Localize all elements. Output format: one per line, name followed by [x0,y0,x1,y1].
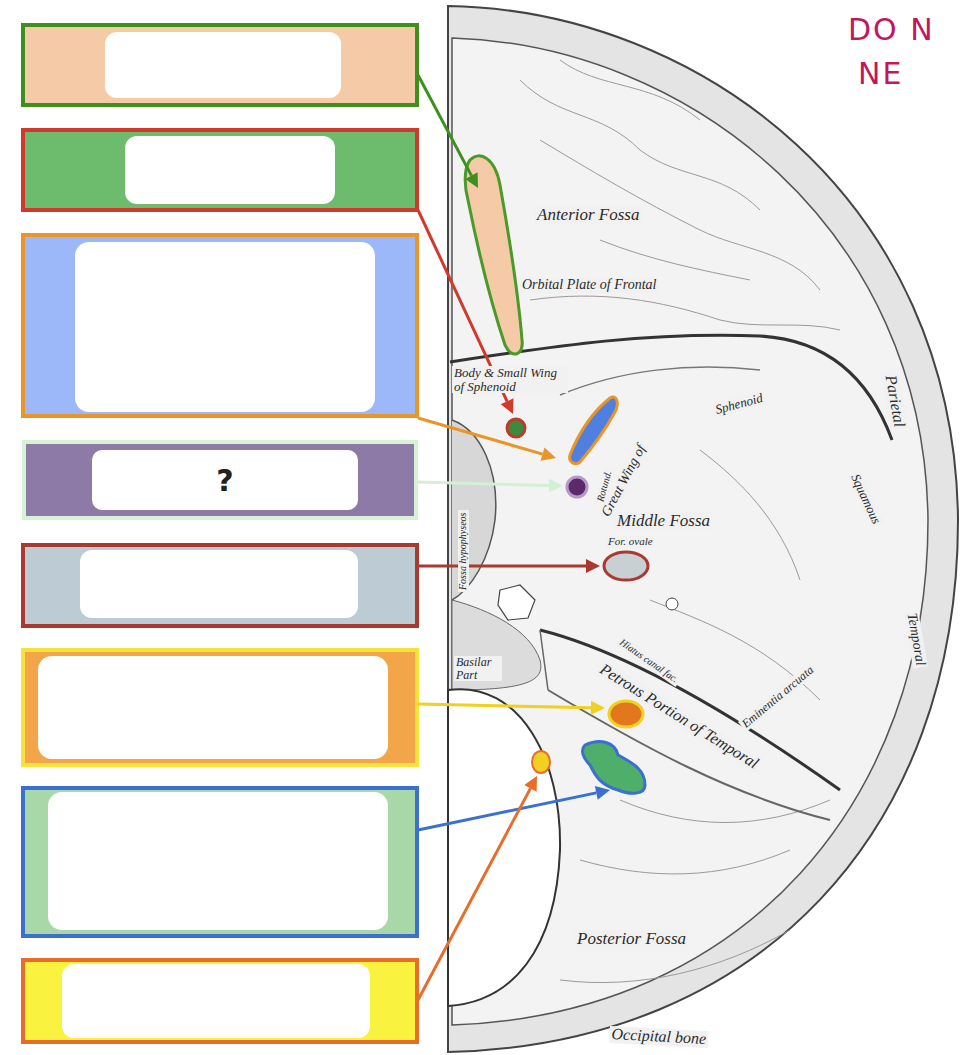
jugular-foramen-marker [583,742,645,794]
part-name: Middle Fossa [615,512,712,530]
arrow-head [465,172,478,188]
label-box [23,650,417,765]
label-box [23,788,417,936]
arrow-head [591,701,605,715]
part-name: Posterior Fossa [575,930,688,948]
arrow-head [595,786,610,800]
label-box [23,25,417,105]
blank-patch [125,136,335,204]
blank-patch [38,656,388,759]
foramen-lacerum [498,585,535,620]
leader-line [418,565,586,568]
leader-line [418,418,543,454]
arrow-head [549,479,563,493]
petrous-ridge [540,630,840,790]
blank-patch [80,550,358,618]
foramen-ovale-marker [604,552,648,580]
arrow-head [524,776,537,792]
label-box: ? [22,440,418,520]
leader-line [418,793,596,830]
label-box [23,130,417,210]
handwritten-note: DO N [846,14,937,46]
skull-outer [448,6,958,1052]
great-wing-edge [560,367,760,395]
blank-patch [105,32,341,98]
bone-texture [520,60,840,983]
part-name: Anterior Fossa [535,206,641,224]
blank-patch [48,792,388,930]
hypoglossal-canal-marker [532,751,550,773]
foramen-spinosum [666,598,678,610]
optic-canal-marker [507,419,525,437]
foramen-magnum [448,689,560,1006]
part-name: Basilar Part [454,656,502,681]
arrow-head [501,398,514,414]
blank-patch [62,964,370,1038]
arrow-head [541,447,556,460]
cribriform-plate-marker [465,156,522,354]
internal-meatus-marker [609,701,643,727]
sella-turcica [452,420,496,600]
handwritten-note: NE [856,58,905,90]
label-box [23,235,417,416]
part-name: Body & Small Wing of Sphenoid [452,366,568,393]
orbital-fissure-marker [570,397,618,464]
part-name: Orbital Plate of Frontal [520,278,658,293]
part-name: Occipital bone [609,1026,708,1048]
label-box [23,960,417,1042]
label-box [23,545,417,626]
blank-patch [75,242,375,412]
petrous-edge [548,690,830,820]
foramen-rotundum-marker [567,477,587,497]
leader-line [418,704,591,708]
blank-patch: ? [92,450,358,510]
petrous-apex [540,630,548,690]
part-name: For. ovale [606,536,655,548]
leader-line [418,788,530,1000]
part-name: Fossa hypophyseos [458,511,469,593]
leader-line [418,75,471,176]
question-mark: ? [216,463,233,498]
arrow-head [586,559,600,573]
leader-line [418,482,549,486]
